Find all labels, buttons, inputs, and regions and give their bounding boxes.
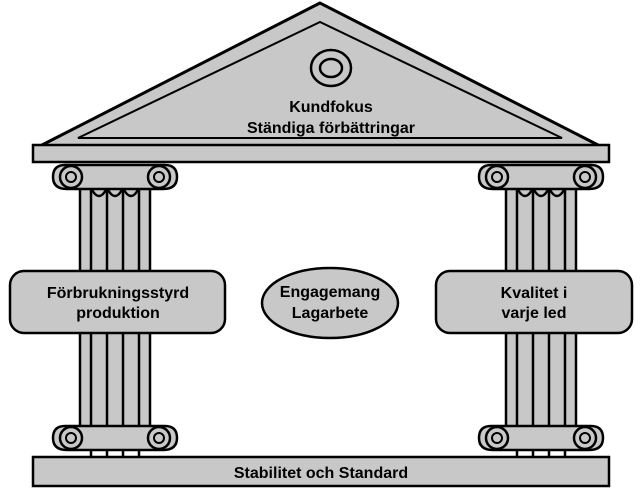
pillar-right-line2: varje led: [502, 305, 567, 322]
roof-subtitle: Ständiga förbättringar: [247, 120, 415, 137]
foundation: Stabilitet och Standard: [31, 455, 611, 488]
pillar-left-line2: produktion: [76, 305, 160, 322]
pillar-left-line1: Förbrukningsstyrd: [47, 285, 189, 302]
base-volute-left-icon: [51, 424, 179, 452]
center-line2: Lagarbete: [292, 305, 369, 322]
capital-left-icon: [51, 163, 179, 191]
oculus-inner-icon: [318, 57, 344, 79]
entablature: [31, 143, 611, 164]
center-value: Engagemang Lagarbete: [260, 266, 400, 340]
pillar-right-label: Kvalitet i varje led: [434, 269, 634, 335]
oculus-icon: [309, 48, 353, 88]
roof-title: Kundfokus: [289, 99, 373, 116]
capital-right-icon: [477, 163, 605, 191]
roof: Kundfokus Ständiga förbättringar: [39, 1, 601, 148]
pillar-left-label: Förbrukningsstyrd produktion: [8, 269, 227, 335]
pillar-right-line1: Kvalitet i: [501, 285, 568, 302]
base-volute-right-icon: [477, 424, 605, 452]
foundation-label: Stabilitet och Standard: [234, 465, 408, 482]
center-line1: Engagemang: [280, 284, 380, 301]
